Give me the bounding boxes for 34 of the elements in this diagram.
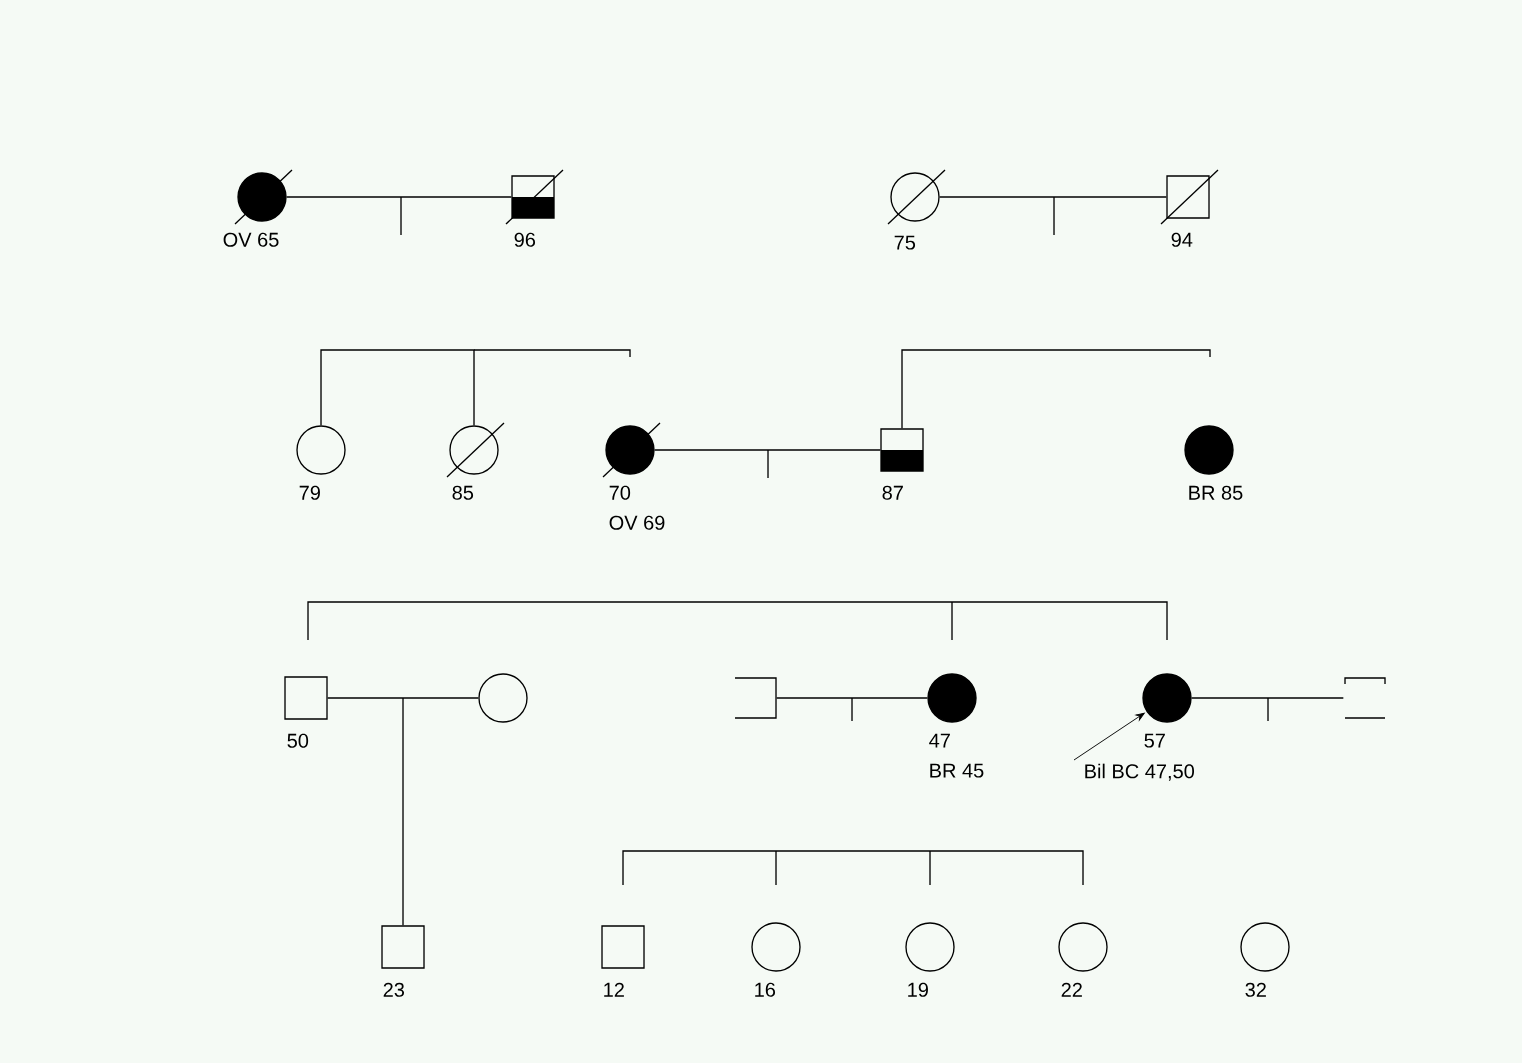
mating-line	[776, 697, 928, 699]
mating-line	[327, 697, 479, 699]
individual-label: 12	[604, 982, 624, 997]
individual-label: 85	[452, 485, 474, 500]
descent-line	[402, 697, 404, 926]
individual-label: 57	[1144, 733, 1165, 748]
individual-label: 75	[894, 235, 916, 250]
individual-label: 19	[908, 982, 928, 997]
individual-label: 50	[287, 733, 309, 748]
individual-label: 94	[1171, 232, 1193, 247]
female-symbol	[478, 673, 528, 723]
mating-line	[939, 196, 1167, 198]
individual-label: 23	[383, 982, 405, 997]
sibship-line	[320, 349, 475, 426]
sibship-line	[901, 349, 1211, 429]
mating-line	[1191, 697, 1344, 699]
individual-label: 87	[882, 485, 903, 500]
proband-arrow	[1073, 712, 1145, 761]
individual-label: Bil BC 47,50	[1085, 763, 1194, 781]
individual-label: 79	[299, 485, 320, 500]
individual-label: 70	[609, 485, 631, 500]
individual-label: 32	[1245, 982, 1266, 997]
mating-line	[286, 196, 512, 198]
mating-line	[654, 449, 881, 451]
individual-label: OV 65	[223, 232, 279, 247]
individual-label: OV 69	[609, 515, 665, 530]
individual-label: 16	[755, 982, 776, 997]
individual-label: BR 85	[1189, 485, 1243, 500]
partner-symbol	[734, 677, 777, 719]
individual-label: 47	[929, 733, 950, 748]
individual-label: BR 45	[930, 763, 984, 778]
individual-label: 22	[1061, 982, 1082, 997]
partner-symbol	[1344, 677, 1386, 719]
individual-label: 96	[514, 232, 536, 247]
